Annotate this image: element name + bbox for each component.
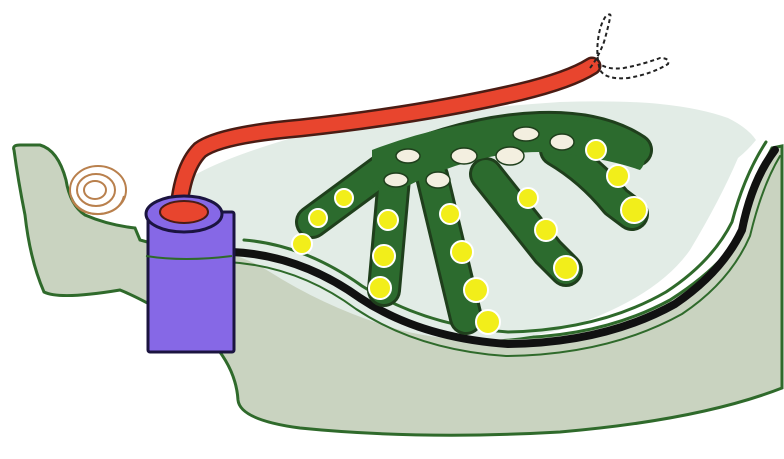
coiled-nerve-icon (70, 166, 126, 214)
duct-tube-icon (146, 196, 234, 352)
vessel-dashed-end (590, 14, 668, 78)
